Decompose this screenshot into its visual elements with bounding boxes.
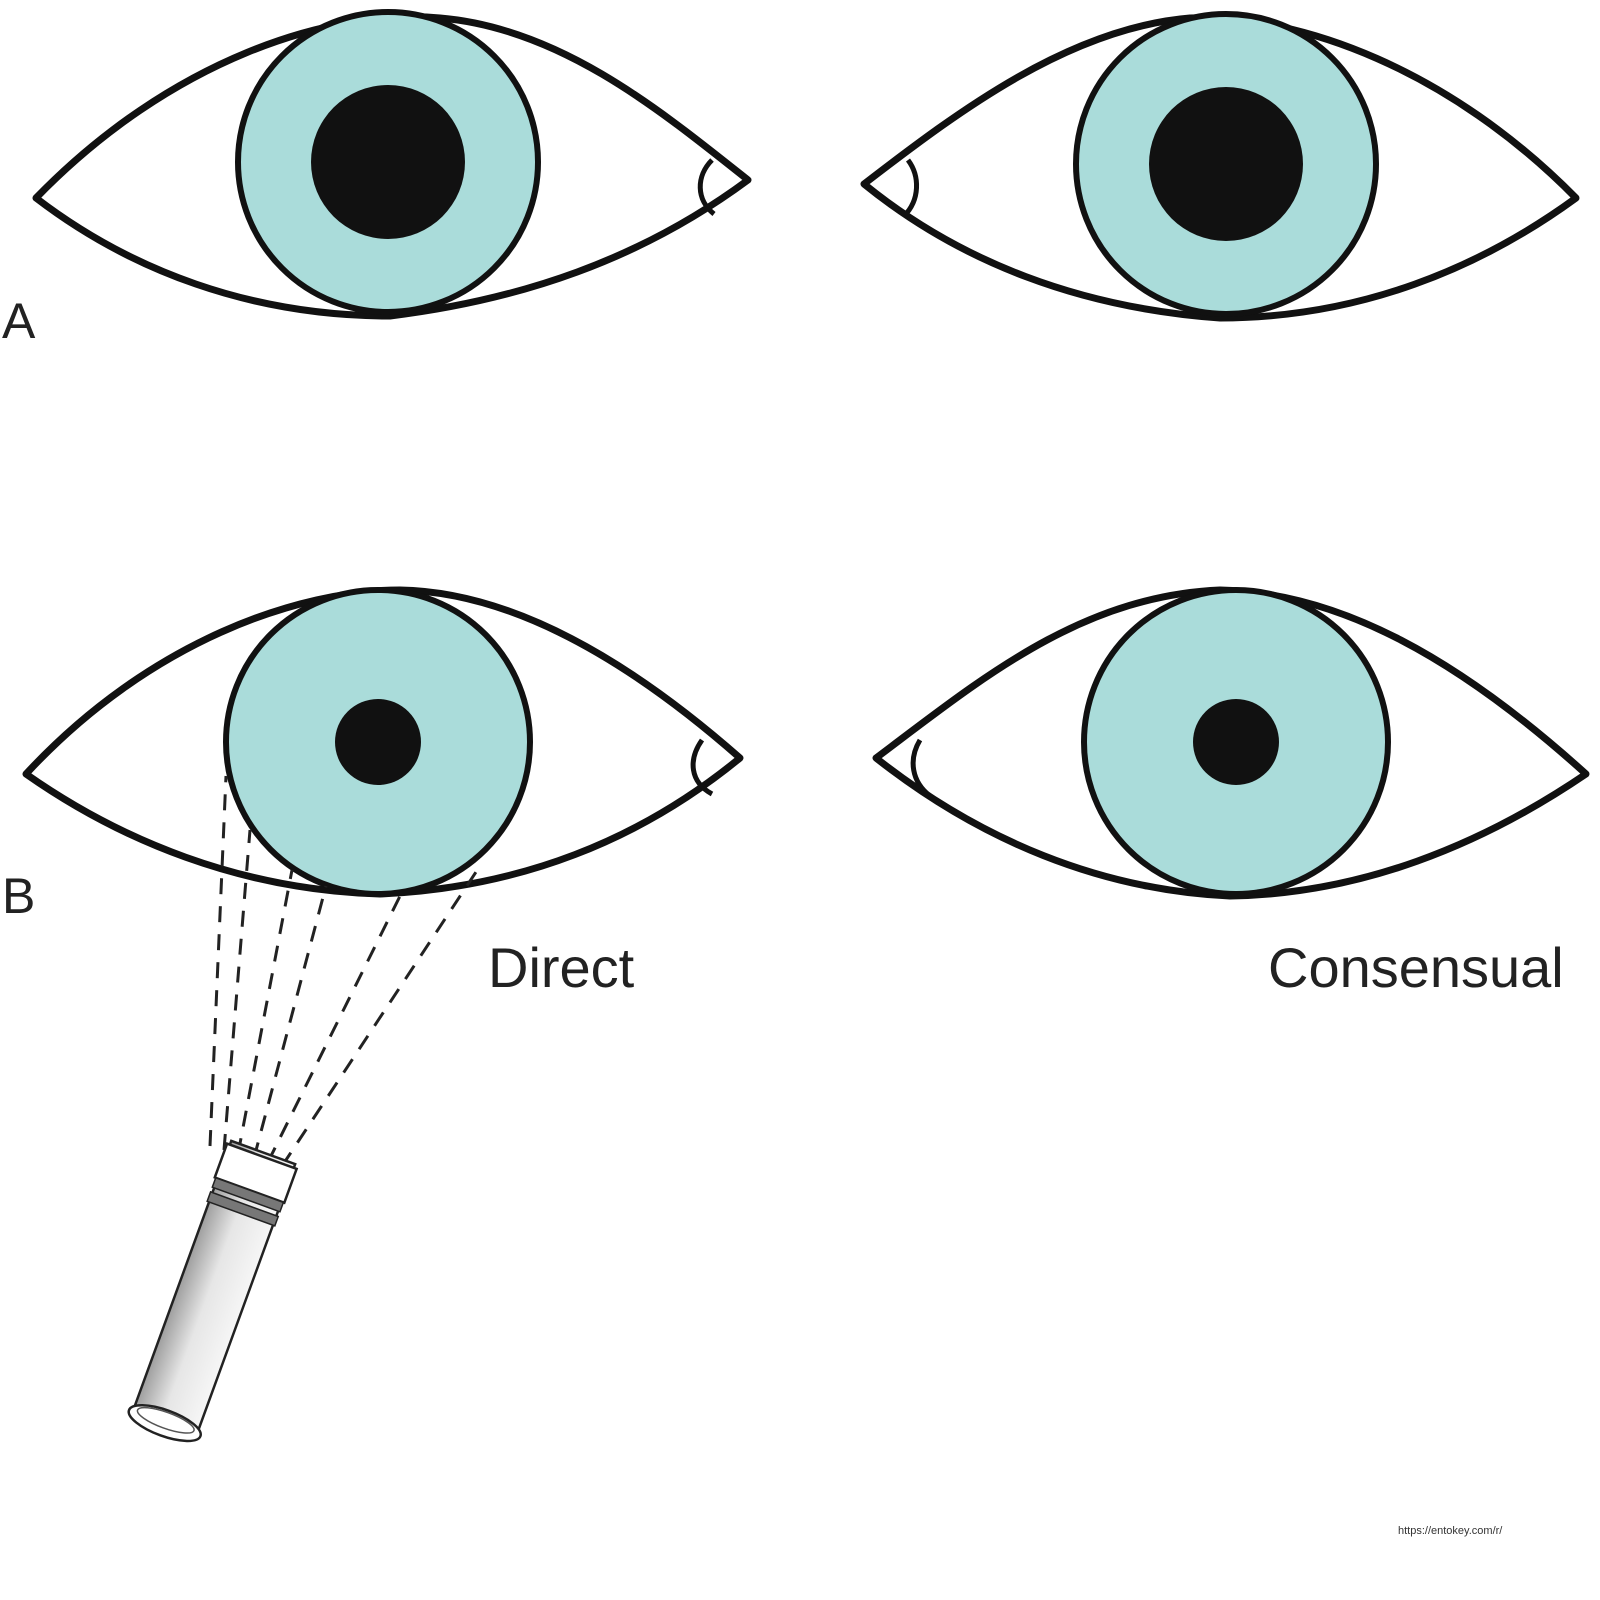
light-beam: [208, 775, 478, 1167]
pupil: [335, 699, 421, 785]
light-ray: [222, 829, 252, 1151]
pupil: [1149, 87, 1303, 241]
light-ray: [208, 775, 228, 1147]
pupil: [1193, 699, 1279, 785]
light-ray: [280, 871, 478, 1167]
panel-b: B Direct Consensual: [2, 586, 1590, 1443]
pupil: [311, 85, 465, 239]
eye-a-right: [860, 11, 1580, 322]
caruncle: [697, 158, 716, 216]
caruncle: [910, 738, 932, 798]
eye-a-left: [32, 9, 752, 320]
light-ray: [266, 887, 406, 1163]
light-ray: [236, 869, 294, 1155]
direct-caption: Direct: [488, 936, 635, 999]
eye-b-right: [872, 586, 1590, 900]
panel-a-label: A: [2, 293, 36, 349]
caruncle: [902, 158, 920, 218]
panel-b-label: B: [2, 868, 35, 924]
light-ray: [252, 885, 328, 1159]
penlight-icon: [127, 1139, 299, 1443]
source-url: https://entokey.com/r/: [1398, 1525, 1503, 1537]
consensual-caption: Consensual: [1268, 936, 1564, 999]
eye-b-left: [22, 586, 744, 898]
caruncle: [690, 738, 714, 797]
panel-a: A: [2, 9, 1580, 349]
